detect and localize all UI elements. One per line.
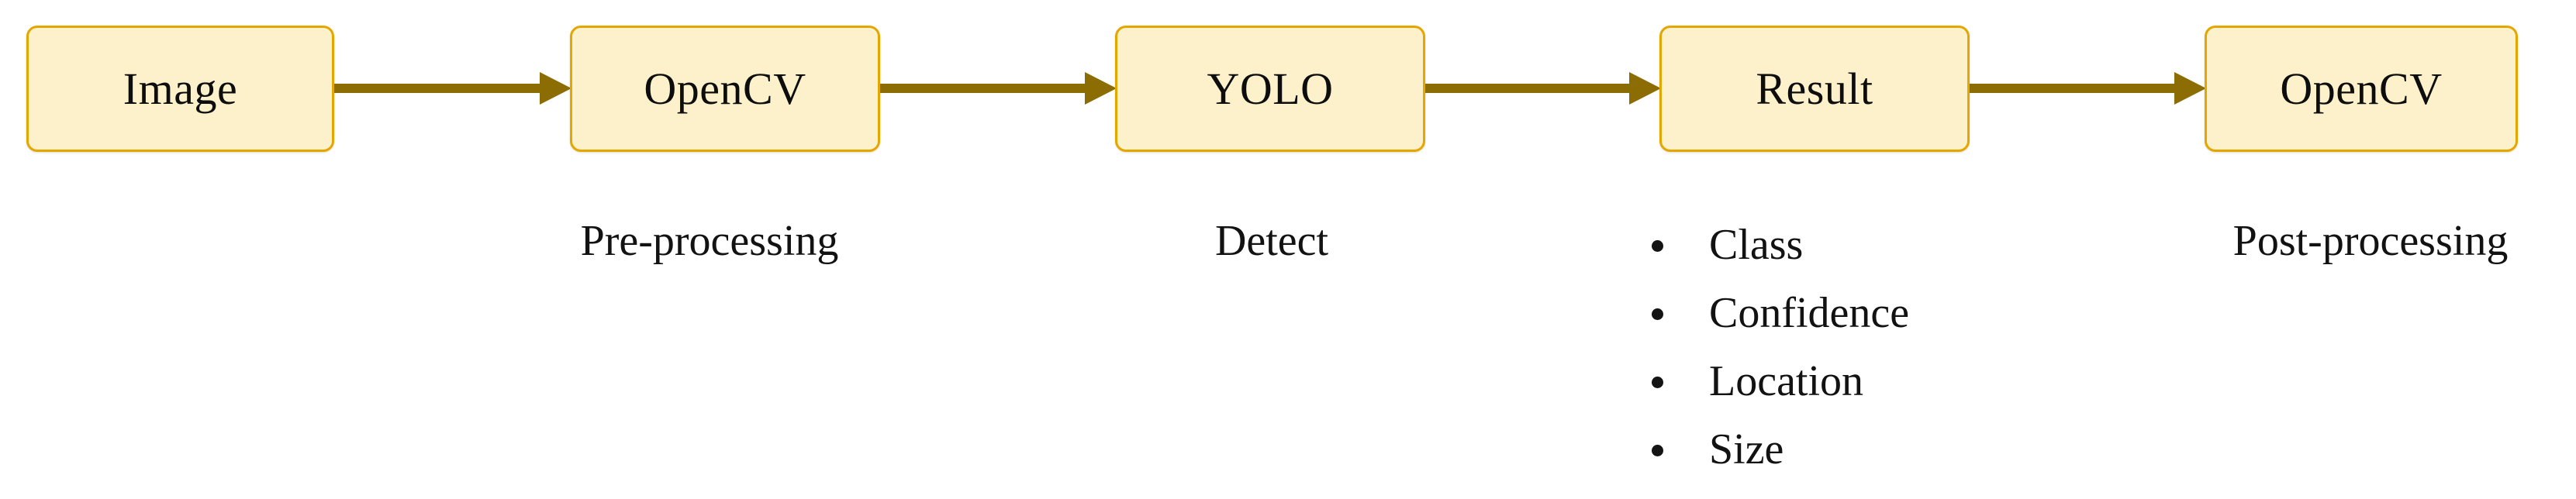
arrow-yolo-to-result [1425, 72, 1661, 105]
node-image[interactable]: Image [26, 26, 334, 152]
node-image-label: Image [123, 63, 238, 114]
bullet-dot-icon [1652, 445, 1663, 456]
list-item-label: Location [1709, 357, 1864, 405]
node-opencv-preprocessing-label: OpenCV [644, 63, 806, 114]
node-opencv-postprocessing[interactable]: OpenCV [2205, 26, 2518, 152]
list-item: Location [1652, 347, 1909, 415]
arrow-opencv1-to-yolo [880, 72, 1117, 105]
result-details-list: Class Confidence Location Size [1652, 211, 1909, 484]
bullet-dot-icon [1652, 308, 1663, 320]
bullet-dot-icon [1652, 377, 1663, 388]
arrow-image-to-opencv1 [334, 72, 571, 105]
caption-post-processing: Post-processing [2232, 217, 2509, 265]
list-item: Confidence [1652, 279, 1909, 347]
list-item: Size [1652, 415, 1909, 484]
node-yolo[interactable]: YOLO [1115, 26, 1425, 152]
node-opencv-postprocessing-label: OpenCV [2280, 63, 2443, 114]
list-item-label: Confidence [1709, 289, 1910, 337]
node-yolo-label: YOLO [1207, 63, 1334, 114]
list-item-label: Size [1709, 425, 1784, 473]
caption-pre-processing: Pre-processing [580, 217, 839, 265]
node-opencv-preprocessing[interactable]: OpenCV [570, 26, 880, 152]
bullet-dot-icon [1652, 240, 1663, 252]
arrow-result-to-opencv2 [1970, 72, 2206, 105]
node-result[interactable]: Result [1659, 26, 1970, 152]
node-result-label: Result [1756, 63, 1873, 114]
list-item: Class [1652, 211, 1909, 279]
caption-detect: Detect [1214, 217, 1329, 265]
list-item-label: Class [1709, 221, 1804, 269]
